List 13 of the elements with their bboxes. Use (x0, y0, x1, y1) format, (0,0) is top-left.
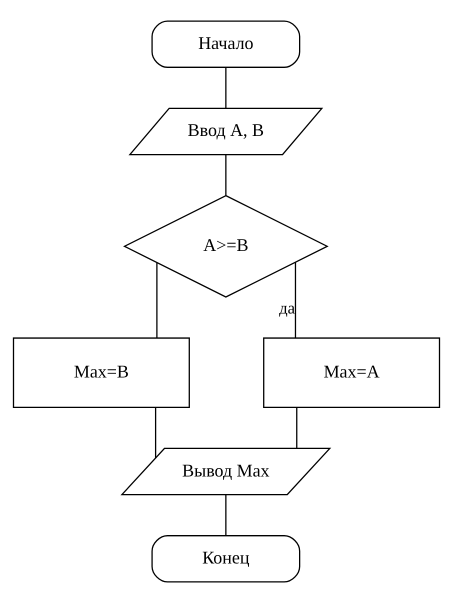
connector (225, 494, 226, 536)
edge-label: да (279, 298, 296, 318)
connector (296, 408, 298, 448)
node-box: Начало (151, 20, 300, 68)
connector (154, 408, 156, 458)
connector (225, 68, 226, 108)
connector (156, 262, 158, 338)
node-box: Конец (151, 535, 300, 582)
node-box: Max=A (263, 337, 440, 408)
node-box: Max=B (12, 337, 190, 408)
connector (294, 262, 296, 338)
connector (225, 154, 226, 196)
node-diamond: A>=B (123, 194, 329, 298)
